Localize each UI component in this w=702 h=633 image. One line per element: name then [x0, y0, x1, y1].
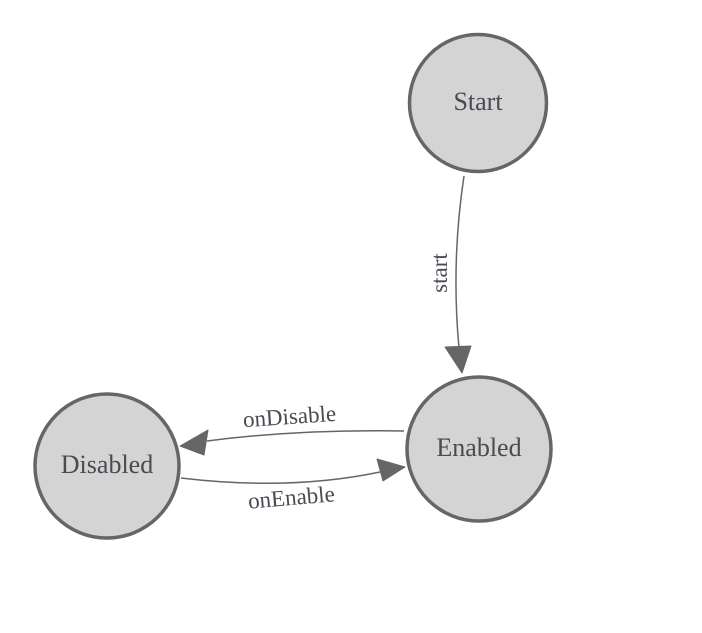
node-disabled-circle [33, 392, 181, 540]
node-enabled: Enabled [405, 375, 553, 523]
edge-line [206, 429, 405, 442]
edge-disabled-to-enabled: onEnable [180, 458, 406, 514]
edge-start-to-enabled: start [427, 175, 472, 374]
edge-label-onenable: onEnable [247, 481, 336, 513]
edge-enabled-to-disabled: onDisable [179, 401, 405, 456]
edge-label-ondisable: onDisable [242, 401, 337, 432]
node-disabled-label: Disabled [61, 450, 153, 479]
edge-label-start: start [427, 253, 452, 293]
edge-line [455, 175, 465, 349]
node-start-label: Start [453, 87, 503, 116]
arrowhead-left-icon [179, 429, 209, 456]
arrowhead-down-icon [444, 345, 472, 374]
node-enabled-label: Enabled [436, 433, 521, 462]
arrowhead-right-icon [376, 458, 406, 482]
node-start: Start [407, 32, 549, 174]
edge-line [180, 471, 381, 485]
node-disabled: Disabled [33, 392, 181, 540]
node-enabled-circle [405, 375, 553, 523]
node-start-circle [407, 32, 549, 174]
